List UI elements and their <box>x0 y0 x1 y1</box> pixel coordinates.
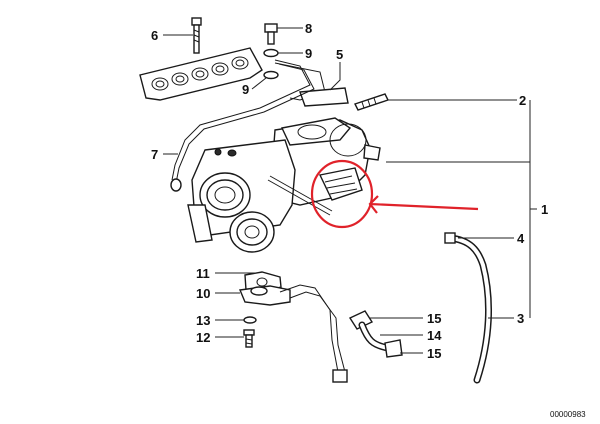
banjo-bolt <box>264 23 278 45</box>
callout-3: 3 <box>517 311 524 326</box>
highlight-circle <box>310 159 374 229</box>
callout-4: 4 <box>517 231 525 246</box>
callout-9b: 9 <box>242 82 249 97</box>
callout-13: 13 <box>196 313 210 328</box>
callout-8: 8 <box>305 21 312 36</box>
hollow-bolt <box>243 329 255 348</box>
oil-feed-line <box>170 59 349 192</box>
callout-labels: 6 8 9 5 9 2 7 1 4 11 10 13 12 15 14 15 3 <box>151 21 548 361</box>
sealing-washer-upper <box>263 48 279 58</box>
callout-10: 10 <box>196 286 210 301</box>
exhaust-manifold <box>139 47 263 101</box>
callout-7: 7 <box>151 147 158 162</box>
callout-5: 5 <box>336 47 343 62</box>
callout-15a: 15 <box>427 311 441 326</box>
gasket-ring <box>243 316 257 324</box>
diagram-reference-number: 00000983 <box>550 410 586 419</box>
sealing-washer-lower <box>263 70 279 80</box>
callout-15b: 15 <box>427 346 441 361</box>
oil-return-pipe <box>239 271 348 383</box>
hose-clamp-lower <box>384 339 403 358</box>
callout-14: 14 <box>427 328 442 343</box>
callout-6: 6 <box>151 28 158 43</box>
leader-lines <box>163 27 537 354</box>
turbocharger-assembly <box>187 117 381 253</box>
highlight-annotation <box>310 159 479 229</box>
callout-9a: 9 <box>305 46 312 61</box>
turbo-stud <box>354 93 389 111</box>
highlight-arrow <box>368 195 479 214</box>
manifold-bolt <box>191 17 202 54</box>
oil-return-hose <box>444 232 492 384</box>
callout-11: 11 <box>196 266 210 281</box>
connecting-hose <box>358 321 392 352</box>
callout-1: 1 <box>541 202 548 217</box>
callout-2: 2 <box>519 93 526 108</box>
callout-12: 12 <box>196 330 210 345</box>
hose-clamp-upper <box>348 310 374 330</box>
